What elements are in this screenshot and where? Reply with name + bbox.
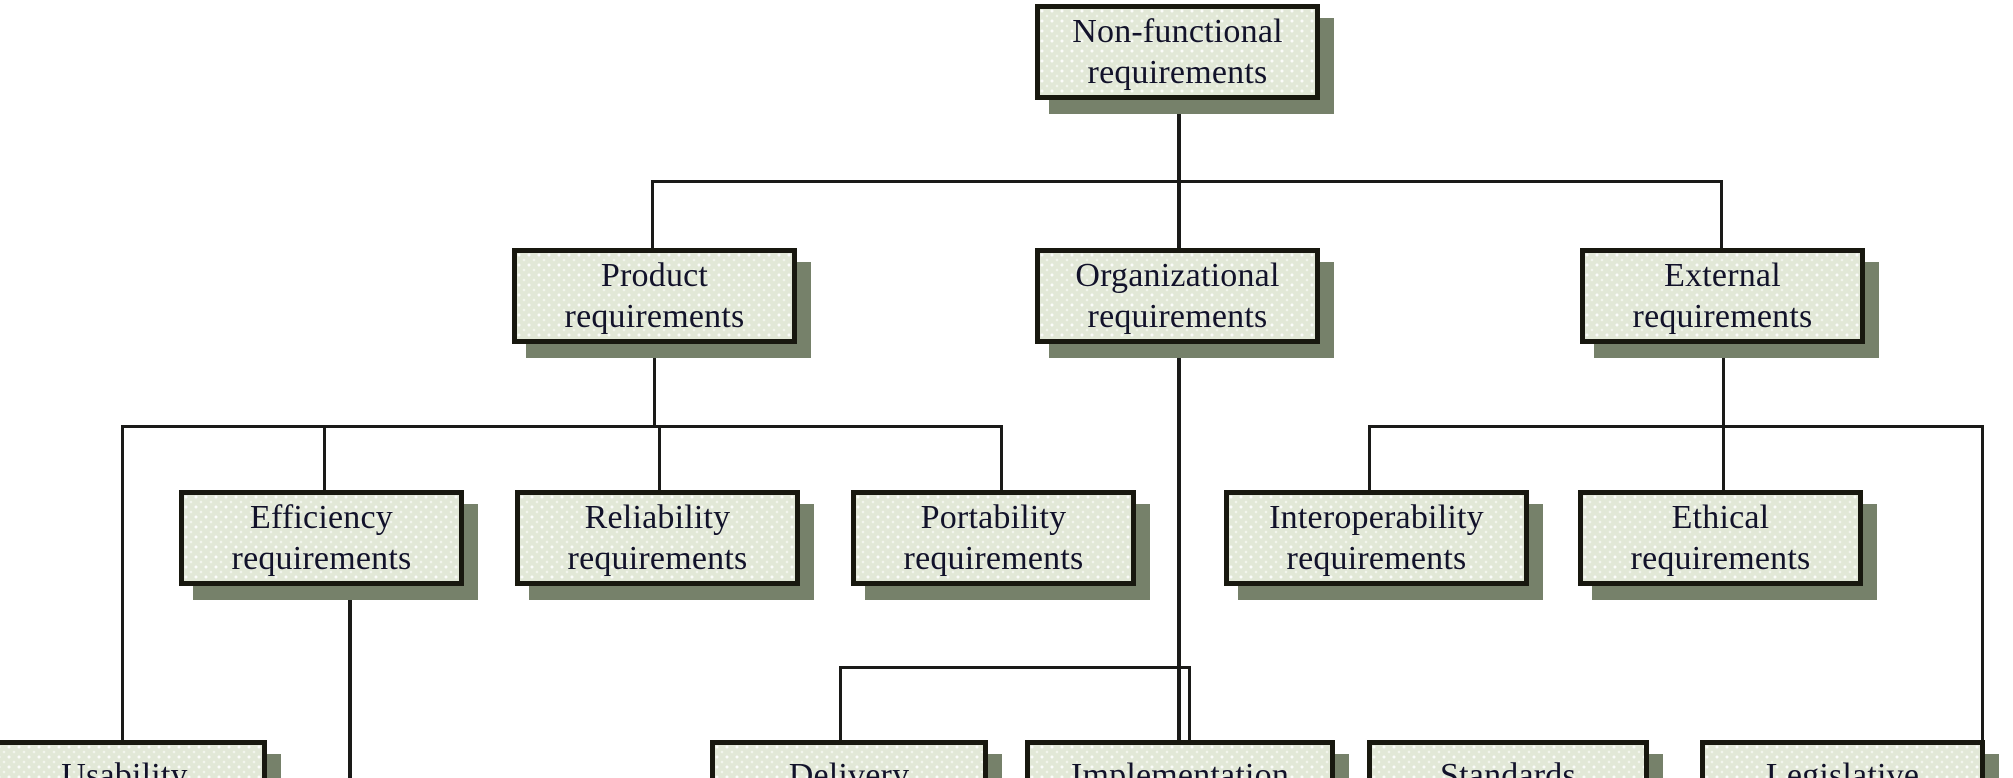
node-label-line1: Interoperability bbox=[1269, 498, 1484, 536]
node-label-line1: Implementation bbox=[1070, 757, 1290, 778]
node-label-line1: Delivery bbox=[788, 757, 910, 778]
connector-to-organizational bbox=[1177, 180, 1181, 248]
connector-external-bus bbox=[1368, 425, 1984, 428]
connector-to-delivery bbox=[839, 666, 842, 740]
connector-to-product bbox=[651, 180, 654, 248]
node-usability[interactable]: Usability bbox=[0, 740, 281, 778]
node-label-line1: Portability bbox=[920, 498, 1067, 536]
node-label-line1: Standards bbox=[1440, 757, 1576, 778]
node-interoperability-requirements[interactable]: Interoperability requirements bbox=[1224, 490, 1543, 600]
node-label-line2: requirements bbox=[1632, 298, 1813, 335]
node-ethical-requirements[interactable]: Ethical requirements bbox=[1578, 490, 1877, 600]
connector-organizational-bus bbox=[839, 666, 1191, 669]
node-label-line1: Efficiency bbox=[250, 498, 393, 536]
node-label-line2: requirements bbox=[1630, 540, 1811, 577]
node-face: Organizational requirements bbox=[1035, 248, 1320, 344]
node-organizational-requirements[interactable]: Organizational requirements bbox=[1035, 248, 1334, 358]
node-label-line2: requirements bbox=[903, 540, 1084, 577]
node-face: Standards bbox=[1367, 740, 1649, 778]
node-reliability-requirements[interactable]: Reliability requirements bbox=[515, 490, 814, 600]
connector-to-legislative bbox=[1981, 425, 1984, 740]
connector-root-stem bbox=[1177, 100, 1181, 182]
node-face: External requirements bbox=[1580, 248, 1865, 344]
node-label-line2: requirements bbox=[1286, 540, 1467, 577]
node-label-line2: requirements bbox=[1087, 54, 1268, 91]
node-label-line2: requirements bbox=[567, 540, 748, 577]
node-standards[interactable]: Standards bbox=[1367, 740, 1663, 778]
node-face: Implementation bbox=[1025, 740, 1335, 778]
node-external-requirements[interactable]: External requirements bbox=[1580, 248, 1879, 358]
node-face: Reliability requirements bbox=[515, 490, 800, 586]
node-label-line2: requirements bbox=[231, 540, 412, 577]
node-face: Ethical requirements bbox=[1578, 490, 1863, 586]
connector-to-portability bbox=[1000, 425, 1003, 490]
node-efficiency-requirements[interactable]: Efficiency requirements bbox=[179, 490, 478, 600]
node-face: Legislative bbox=[1700, 740, 1985, 778]
node-face: Non-functional requirements bbox=[1035, 4, 1320, 100]
connector-to-efficiency bbox=[323, 425, 326, 490]
node-label-line2: requirements bbox=[564, 298, 745, 335]
node-non-functional-requirements[interactable]: Non-functional requirements bbox=[1035, 4, 1334, 114]
connector-to-standards bbox=[1188, 666, 1191, 740]
node-face: Product requirements bbox=[512, 248, 797, 344]
node-label-line1: Non-functional bbox=[1072, 12, 1283, 50]
connector-product-stem bbox=[653, 357, 656, 427]
connector-level1-bus bbox=[651, 180, 1723, 183]
node-legislative[interactable]: Legislative bbox=[1700, 740, 1999, 778]
node-label-line1: Usability bbox=[61, 757, 188, 778]
node-face: Usability bbox=[0, 740, 267, 778]
node-label-line1: Organizational bbox=[1075, 256, 1280, 294]
node-product-requirements[interactable]: Product requirements bbox=[512, 248, 811, 358]
connector-to-reliability bbox=[658, 425, 661, 490]
node-implementation[interactable]: Implementation bbox=[1025, 740, 1349, 778]
node-face: Efficiency requirements bbox=[179, 490, 464, 586]
connector-to-usability bbox=[121, 425, 124, 740]
node-face: Interoperability requirements bbox=[1224, 490, 1529, 586]
connector-to-external bbox=[1720, 180, 1723, 248]
node-face: Delivery bbox=[710, 740, 988, 778]
connector-organizational-spine bbox=[1177, 357, 1181, 668]
connector-to-implementation bbox=[1177, 666, 1181, 740]
connector-efficiency-stem bbox=[348, 600, 352, 778]
node-label-line1: Legislative bbox=[1765, 757, 1920, 778]
node-label-line1: Ethical bbox=[1671, 498, 1770, 536]
node-face: Portability requirements bbox=[851, 490, 1136, 586]
connector-to-ethical bbox=[1722, 425, 1725, 490]
connector-product-bus bbox=[121, 425, 1003, 428]
node-delivery[interactable]: Delivery bbox=[710, 740, 1002, 778]
connector-external-stem bbox=[1722, 357, 1725, 427]
node-label-line1: External bbox=[1664, 256, 1781, 294]
node-label-line2: requirements bbox=[1087, 298, 1268, 335]
connector-to-interoperability bbox=[1368, 425, 1371, 490]
node-portability-requirements[interactable]: Portability requirements bbox=[851, 490, 1150, 600]
node-label-line1: Product bbox=[600, 256, 709, 294]
node-label-line1: Reliability bbox=[584, 498, 731, 536]
